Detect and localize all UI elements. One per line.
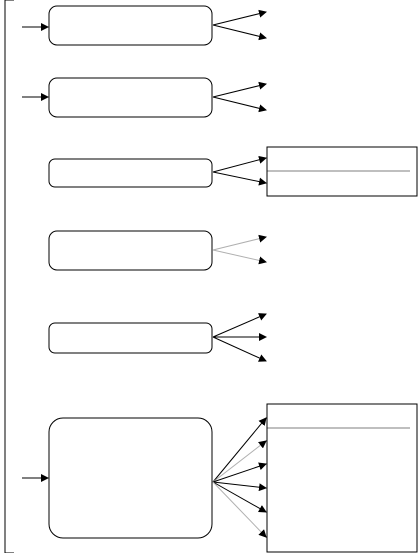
output-arrow-6f — [212, 481, 267, 538]
output-arrow-2a — [212, 81, 267, 98]
left-bracket-line — [4, 0, 14, 553]
output-arrow-6c — [212, 462, 267, 483]
output-arrow-4a — [212, 234, 267, 251]
output-arrow-3a — [212, 155, 267, 173]
output-arrow-6d — [212, 481, 267, 492]
output-arrow-1b — [212, 24, 267, 41]
output-arrow-6b — [212, 440, 267, 483]
output-arrow-5a — [212, 313, 267, 338]
process-box-5 — [48, 322, 213, 354]
output-arrow-6a — [212, 417, 267, 483]
output-arrow-2b — [212, 96, 267, 113]
output-panel-3 — [266, 146, 418, 197]
process-box-6 — [48, 417, 213, 539]
process-box-1 — [48, 5, 213, 46]
output-arrow-4b — [212, 249, 267, 265]
output-arrow-5c — [212, 336, 267, 362]
output-arrow-6e — [212, 481, 267, 513]
process-box-3 — [48, 158, 213, 188]
output-panel-6 — [266, 403, 418, 553]
output-arrow-1a — [212, 9, 267, 26]
process-box-4 — [48, 230, 213, 271]
process-box-2 — [48, 77, 213, 118]
output-arrow-3b — [212, 171, 267, 186]
